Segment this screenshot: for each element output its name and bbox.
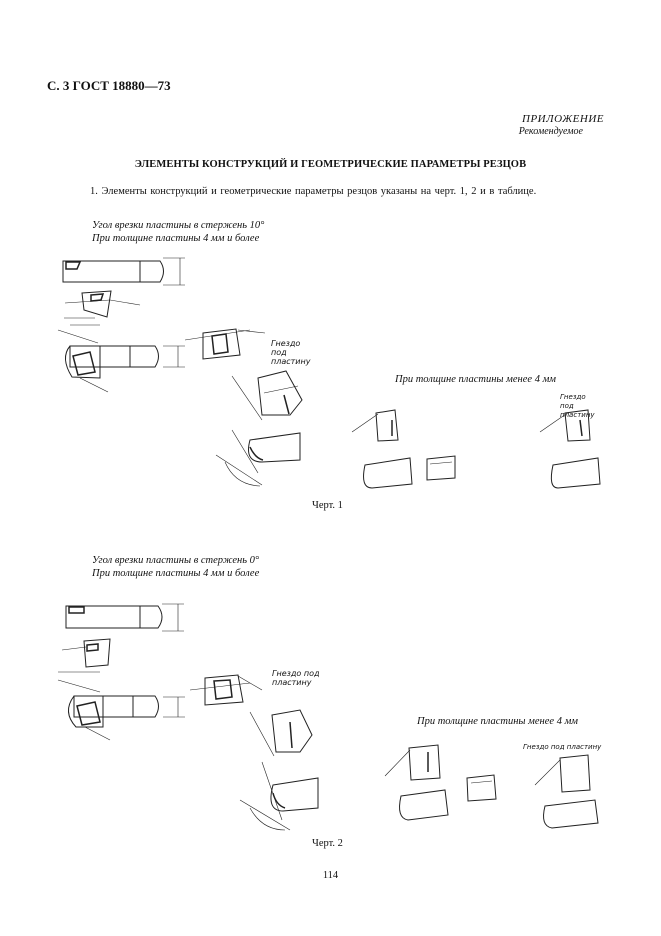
page-number: 114 [322,870,339,881]
fig2-drawing [57,603,599,831]
fig1-angle-note: Угол врезки пластины в стержень 10° [92,220,265,231]
fig1-socket-label-right: Гнездо под пластину [560,393,595,419]
fig1-socket-label: Гнездо под пластину [271,339,311,366]
fig2-angle-note: Угол врезки пластины в стержень 0° [92,555,260,566]
appendix-status: Рекомендуемое [518,126,583,137]
fig2-socket-label-right: Гнездо под пластину [523,743,602,751]
document-header: С. 3 ГОСТ 18880—73 [47,78,171,93]
fig1-thin-note: При толщине пластины менее 4 мм [395,374,556,385]
fig1-thick-note: При толщине пластины 4 мм и более [92,233,260,244]
appendix-title: ПРИЛОЖЕНИЕ [522,113,604,125]
fig1-caption: Черт. 1 [312,500,343,511]
fig1-drawing [57,257,601,489]
fig2-thick-note: При толщине пластины 4 мм и более [92,568,260,579]
fig2-thin-note: При толщине пластины менее 4 мм [417,716,578,727]
section-title: ЭЛЕМЕНТЫ КОНСТРУКЦИЙ И ГЕОМЕТРИЧЕСКИЕ ПА… [134,159,527,170]
intro-paragraph: 1. Элементы конструкций и геометрические… [90,186,537,197]
fig2-caption: Черт. 2 [312,838,343,849]
fig2-socket-label: Гнездо под пластину [272,669,320,687]
